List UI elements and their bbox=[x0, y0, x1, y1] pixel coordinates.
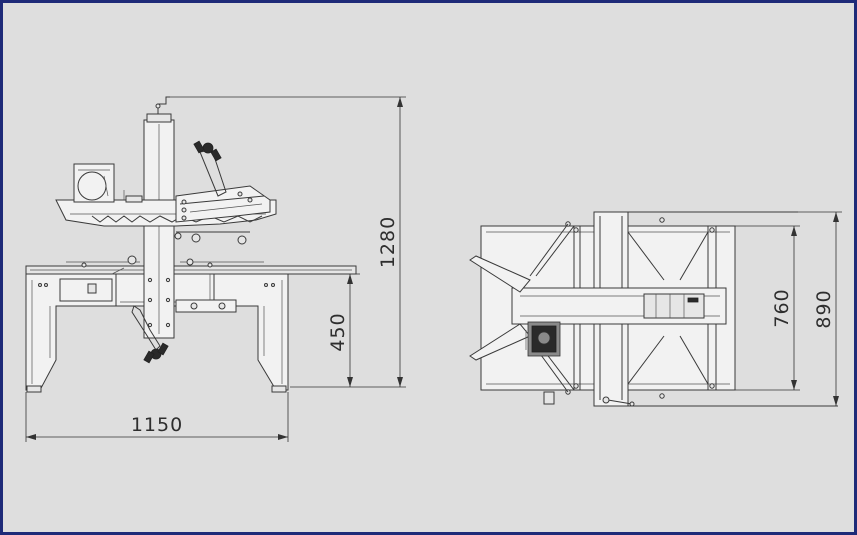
upper-tape-head bbox=[175, 185, 271, 223]
upper-tape-roll-icon bbox=[193, 140, 222, 162]
lower-tape-roll-icon bbox=[143, 342, 169, 364]
side-elevation-view bbox=[25, 96, 357, 393]
dim-label-450: 450 bbox=[327, 312, 349, 351]
tape-arm bbox=[199, 149, 227, 197]
dim-label-890: 890 bbox=[813, 289, 835, 328]
lower-bracket bbox=[175, 299, 237, 313]
motor-icon bbox=[77, 171, 107, 201]
plan-view bbox=[469, 211, 838, 407]
right-cabinet bbox=[213, 273, 289, 391]
dimension-inner-width: 760 bbox=[735, 225, 800, 391]
control-panel bbox=[59, 278, 113, 302]
dimension-overall-height: 1280 bbox=[170, 96, 406, 388]
dimension-table-height: 450 bbox=[327, 273, 360, 387]
drawing-frame: 1150 1280 450 bbox=[3, 3, 854, 532]
mast-cap bbox=[146, 113, 172, 123]
left-foot bbox=[26, 385, 42, 393]
dim-label-760: 760 bbox=[771, 288, 793, 327]
dim-label-1150: 1150 bbox=[131, 414, 183, 436]
plan-lever bbox=[607, 399, 633, 405]
dimension-overall-width: 1150 bbox=[25, 392, 289, 442]
right-foot bbox=[271, 385, 287, 393]
upper-belt-teeth bbox=[91, 215, 263, 223]
plan-motor-icon bbox=[525, 321, 561, 357]
plan-outlet bbox=[543, 391, 555, 405]
dimension-outer-width: 890 bbox=[798, 211, 842, 406]
lower-tape-arm bbox=[131, 305, 161, 351]
dim-label-1280: 1280 bbox=[377, 216, 399, 268]
control-switch bbox=[87, 283, 97, 294]
technical-drawing: 1150 1280 450 bbox=[25, 96, 842, 442]
plan-infeed-flap-top bbox=[469, 255, 531, 293]
